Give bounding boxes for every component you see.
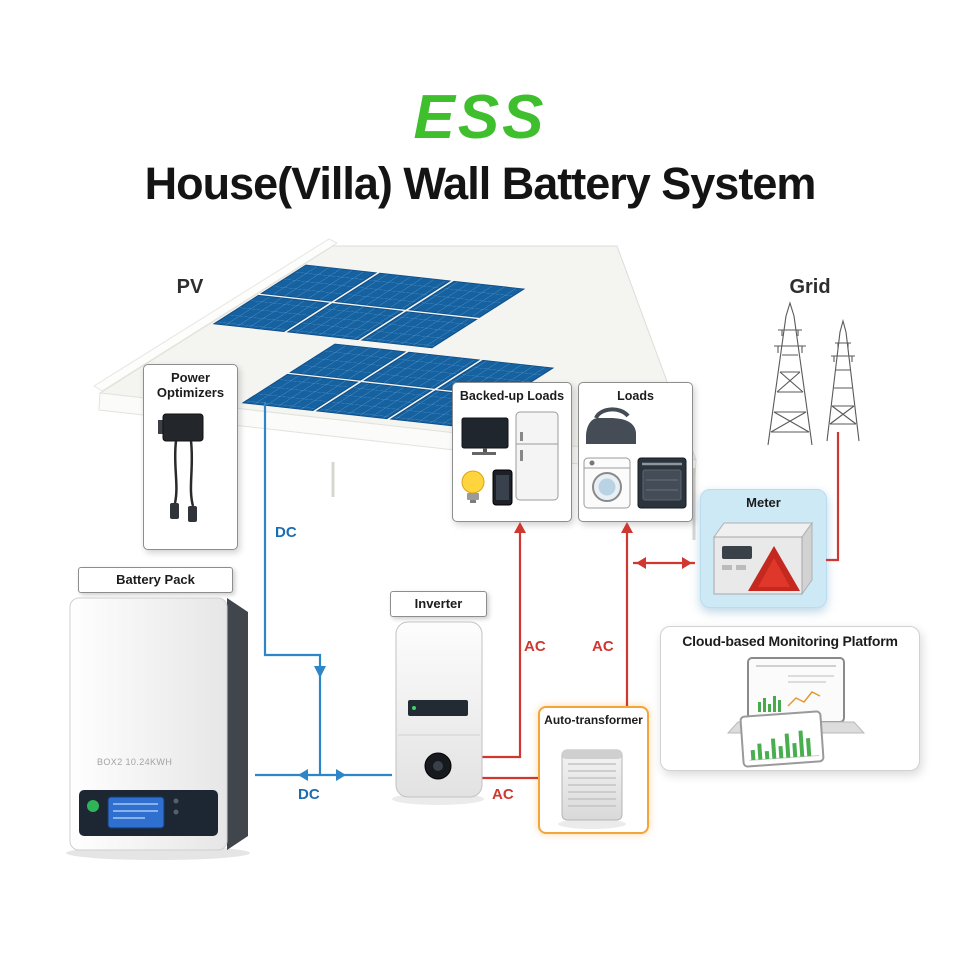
meter-box: Meter — [700, 489, 827, 608]
page-title: House(Villa) Wall Battery System — [144, 158, 817, 209]
cloud-monitoring-box: Cloud-based Monitoring Platform — [660, 626, 920, 771]
meter-label: Meter — [746, 495, 781, 510]
loads-label: Loads — [617, 389, 654, 403]
battery-dc-label: DC — [298, 786, 320, 803]
battery-model-text: BOX2 10.24KWH — [97, 757, 173, 767]
backed-up-loads-label: Backed-up Loads — [459, 389, 565, 403]
transformer-ac-label: AC — [492, 786, 514, 803]
auto-transformer-label: Auto-transformer — [544, 713, 643, 727]
loads-box: Loads — [578, 382, 693, 522]
grid-label: Grid — [789, 276, 831, 298]
pv-label: PV — [176, 276, 204, 298]
inverter-label: Inverter — [390, 591, 487, 617]
transmission-tower-icon — [767, 301, 860, 446]
loads-ac-label: AC — [592, 638, 614, 655]
cloud-monitoring-label: Cloud-based Monitoring Platform — [682, 633, 898, 649]
page-accent-title: ESS — [413, 83, 547, 152]
power-optimizers-label: Power Optimizers — [156, 370, 225, 400]
auto-transformer-box: Auto-transformer — [538, 706, 649, 834]
battery-pack-label: Battery Pack — [78, 567, 233, 593]
backed-up-ac-label: AC — [524, 638, 546, 655]
pv-dc-label: DC — [275, 524, 297, 541]
power-optimizers-box: Power Optimizers — [143, 364, 238, 550]
backed-up-loads-box: Backed-up Loads — [452, 382, 572, 522]
